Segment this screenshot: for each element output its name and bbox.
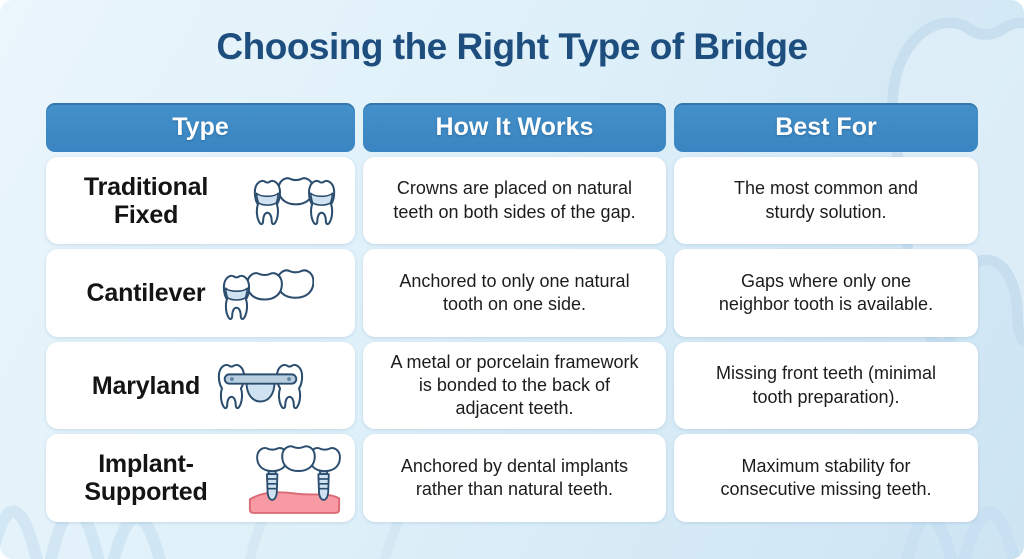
- table-row-implant-type-cell: Implant-Supported: [46, 434, 355, 522]
- bridge-type-name: Implant-Supported: [84, 450, 208, 506]
- table-row-implant-best-cell: Maximum stability for consecutive missin…: [674, 434, 978, 522]
- table-row-maryland-type-cell: Maryland: [46, 342, 355, 429]
- table-row-maryland-how-cell: A metal or porcelain framework is bonded…: [363, 342, 666, 429]
- page-title: Choosing the Right Type of Bridge: [216, 26, 808, 67]
- header-how-it-works: How It Works: [363, 103, 666, 152]
- table-row-traditional-how-cell: Crowns are placed on natural teeth on bo…: [363, 157, 666, 244]
- table-row-traditional-type-cell: Traditional Fixed: [46, 157, 355, 244]
- best-for-text: The most common and sturdy solution.: [733, 178, 919, 222]
- table-row-traditional-best-cell: The most common and sturdy solution.: [674, 157, 978, 244]
- table-row-cantilever-type-cell: Cantilever: [46, 249, 355, 337]
- header-best-for: Best For: [674, 103, 978, 152]
- table-row-maryland-best-cell: Missing front teeth (minimal tooth prepa…: [674, 342, 978, 429]
- traditional-fixed-bridge-icon: [246, 171, 343, 231]
- maryland-bridge-icon: [212, 356, 309, 416]
- table-row-cantilever-best-cell: Gaps where only one neighbor tooth is av…: [674, 249, 978, 337]
- how-it-works-text: Anchored by dental implants rather than …: [400, 455, 629, 499]
- best-for-text: Gaps where only one neighbor tooth is av…: [718, 270, 934, 314]
- header-type: Type: [46, 103, 355, 152]
- implant-supported-bridge-icon: [246, 442, 343, 514]
- how-it-works-text: Anchored to only one natural tooth on on…: [399, 270, 630, 314]
- bridge-type-name: Maryland: [91, 371, 201, 400]
- bridge-type-name: Cantilever: [86, 279, 206, 307]
- best-for-text: Maximum stability for consecutive missin…: [720, 455, 932, 499]
- bridge-comparison-table: Type How It Works Best For Traditional F…: [46, 103, 978, 522]
- table-row-cantilever-how-cell: Anchored to only one natural tooth on on…: [363, 249, 666, 337]
- table-row-implant-how-cell: Anchored by dental implants rather than …: [363, 434, 666, 522]
- best-for-text: Missing front teeth (minimal tooth prepa…: [715, 363, 937, 407]
- cantilever-bridge-icon: [217, 263, 315, 323]
- how-it-works-text: Crowns are placed on natural teeth on bo…: [393, 178, 636, 222]
- bridge-type-name: Traditional Fixed: [83, 172, 209, 229]
- how-it-works-text: A metal or porcelain framework is bonded…: [390, 351, 639, 419]
